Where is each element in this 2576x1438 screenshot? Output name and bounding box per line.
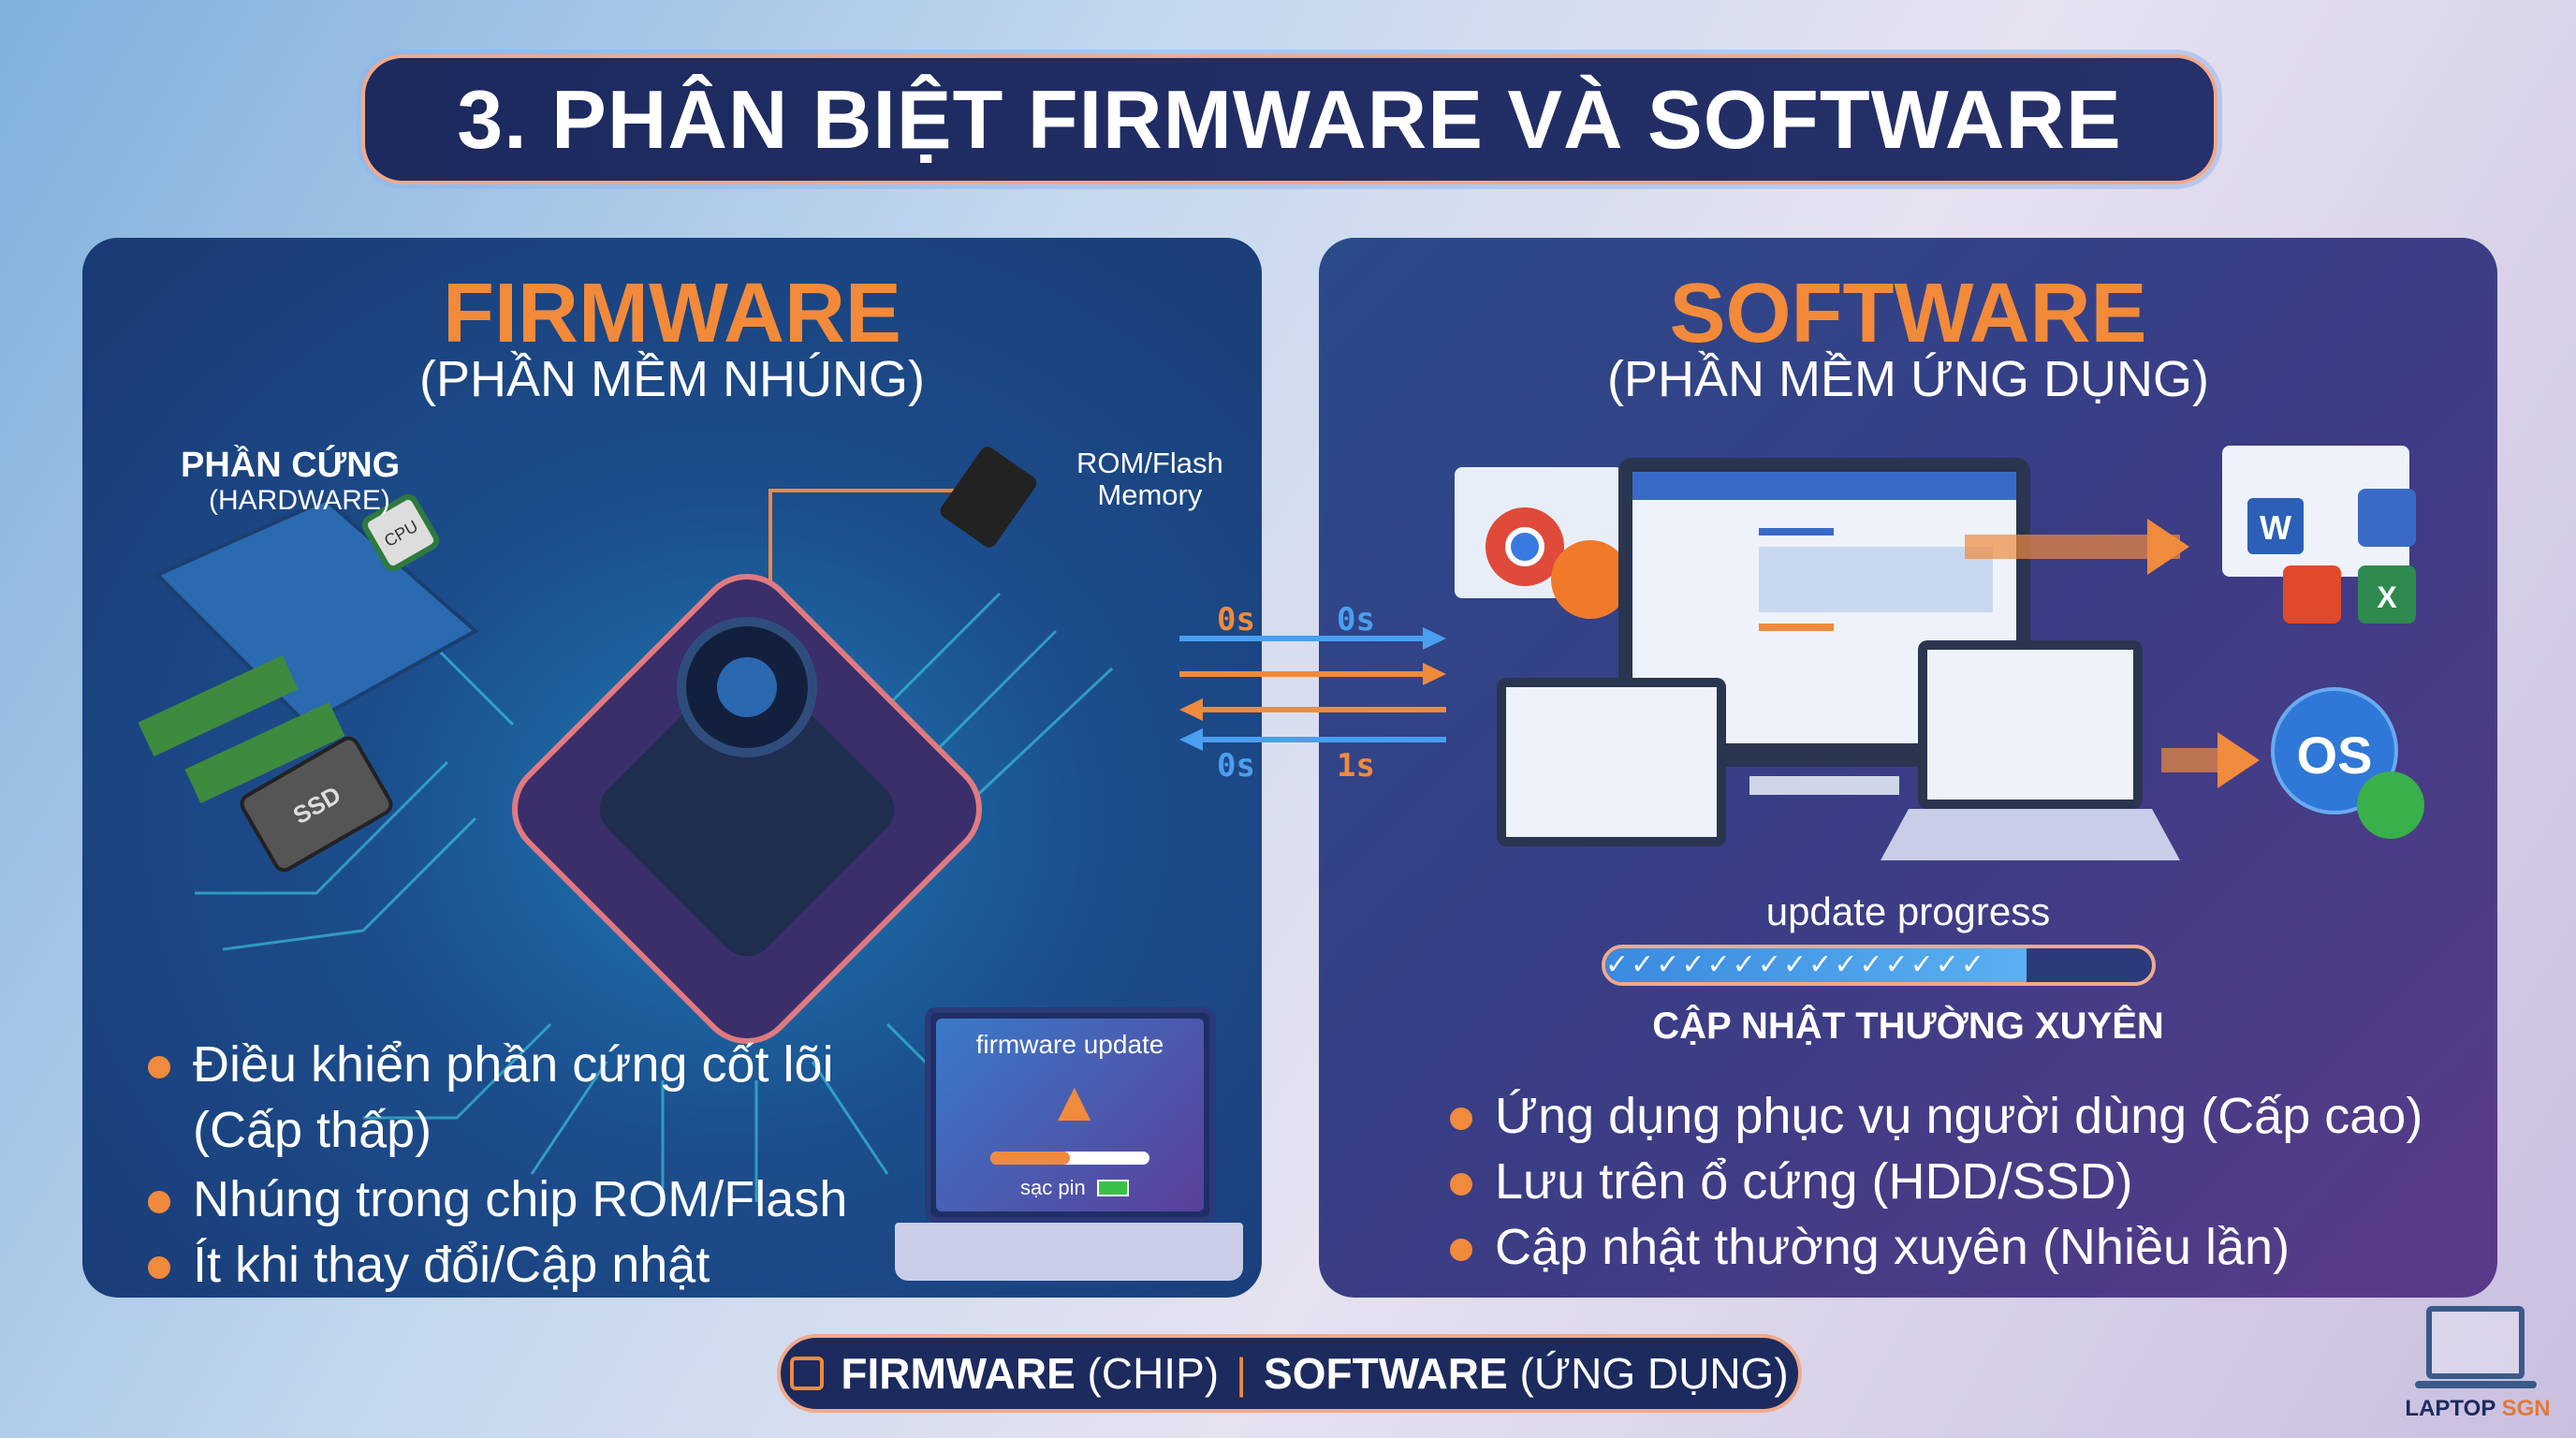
firmware-progress-bar	[990, 1152, 1149, 1165]
rom-chip-icon	[940, 447, 1037, 548]
warning-icon: ▲	[1046, 1070, 1103, 1133]
bit-label: 1s	[1337, 747, 1375, 785]
laptop-icon	[1881, 640, 2180, 860]
firmware-update-label: firmware update	[975, 1030, 1164, 1059]
hardware-sublabel: (HARDWARE)	[209, 485, 390, 516]
software-bullets: Ứng dụng phục vụ người dùng (Cấp cao) Lư…	[1450, 1083, 2480, 1280]
progress-checkmarks: ✓✓✓✓✓✓✓✓✓✓✓✓✓✓✓	[1605, 948, 2027, 982]
footer-software: SOFTWARE	[1264, 1349, 1508, 1398]
firmware-bullet: Ít khi thay đổi/Cập nhật	[148, 1232, 915, 1298]
firmware-bullet: Điều khiển phần cứng cốt lõi (Cấp thấp)	[148, 1032, 915, 1163]
bit-label: 0s	[1217, 747, 1255, 785]
page-title: 3. PHÂN BIỆT FIRMWARE VÀ SOFTWARE	[361, 54, 2217, 184]
svg-text:X: X	[2377, 580, 2397, 614]
main-chip-icon	[512, 574, 982, 1044]
software-title: SOFTWARE	[1669, 267, 2147, 360]
software-bullet: Cập nhật thường xuyên (Nhiều lần)	[1450, 1214, 2480, 1280]
firmware-bullet: Nhúng trong chip ROM/Flash	[148, 1167, 915, 1232]
circuit-chip-illustration: CPU SSD	[138, 447, 1114, 1202]
os-label: OS	[2296, 726, 2373, 785]
software-bullet: Lưu trên ổ cứng (HDD/SSD)	[1450, 1149, 2480, 1214]
firmware-laptop-screen: firmware update ▲ sạc pin	[925, 1007, 1215, 1223]
office-apps-icon: WX	[2222, 446, 2416, 624]
footer-separator: |	[1236, 1349, 1248, 1398]
software-subtitle: (PHẦN MỀM ỨNG DỤNG)	[1606, 351, 2210, 407]
logo-laptop-icon	[2426, 1306, 2525, 1379]
laptop-keyboard-icon	[895, 1223, 1243, 1281]
software-devices-illustration: WX	[1455, 446, 2424, 860]
software-bullet: Ứng dụng phục vụ người dùng (Cấp cao)	[1450, 1083, 2480, 1149]
update-progress-label: update progress	[1765, 889, 2051, 933]
firmware-bullets: Điều khiển phần cứng cốt lõi (Cấp thấp) …	[148, 1032, 915, 1298]
bit-label: 0s	[1217, 601, 1255, 638]
chip-icon	[790, 1357, 825, 1390]
browser-window-icon	[1455, 467, 1630, 619]
arrow-to-apps-icon	[1965, 519, 2189, 575]
bit-label: 0s	[1337, 601, 1375, 638]
firmware-panel: CPU SSD FIRMWARE (PHẦN MỀM NHÚNG) PHẦN C…	[82, 238, 1262, 1298]
tablet-icon	[1497, 678, 1726, 846]
os-icon	[2271, 687, 2398, 814]
footer-firmware: FIRMWARE	[841, 1349, 1076, 1398]
svg-text:W: W	[2260, 508, 2291, 547]
update-progress-bar: ✓✓✓✓✓✓✓✓✓✓✓✓✓✓✓	[1602, 945, 2156, 986]
ssd-icon: SSD	[240, 736, 393, 873]
firmware-subtitle: (PHẦN MỀM NHÚNG)	[419, 351, 925, 407]
battery-icon	[1097, 1180, 1129, 1196]
laptop-sgn-logo: LAPTOP SGN	[2398, 1306, 2557, 1423]
frequent-update-label: CẬP NHẬT THƯỜNG XUYÊN	[1652, 1005, 2164, 1047]
firmware-title: FIRMWARE	[443, 267, 901, 360]
android-icon	[2357, 771, 2424, 839]
ram-icon	[138, 654, 345, 804]
hardware-label: PHẦN CỨNG	[181, 446, 401, 485]
summary-pill: FIRMWARE (CHIP) | SOFTWARE (ỨNG DỤNG)	[777, 1334, 1802, 1413]
battery-label: sạc pin	[1020, 1176, 1086, 1199]
arrow-to-os-icon	[2161, 732, 2260, 788]
data-transfer-arrows	[1179, 627, 1446, 751]
cpu-icon: CPU	[361, 493, 440, 572]
